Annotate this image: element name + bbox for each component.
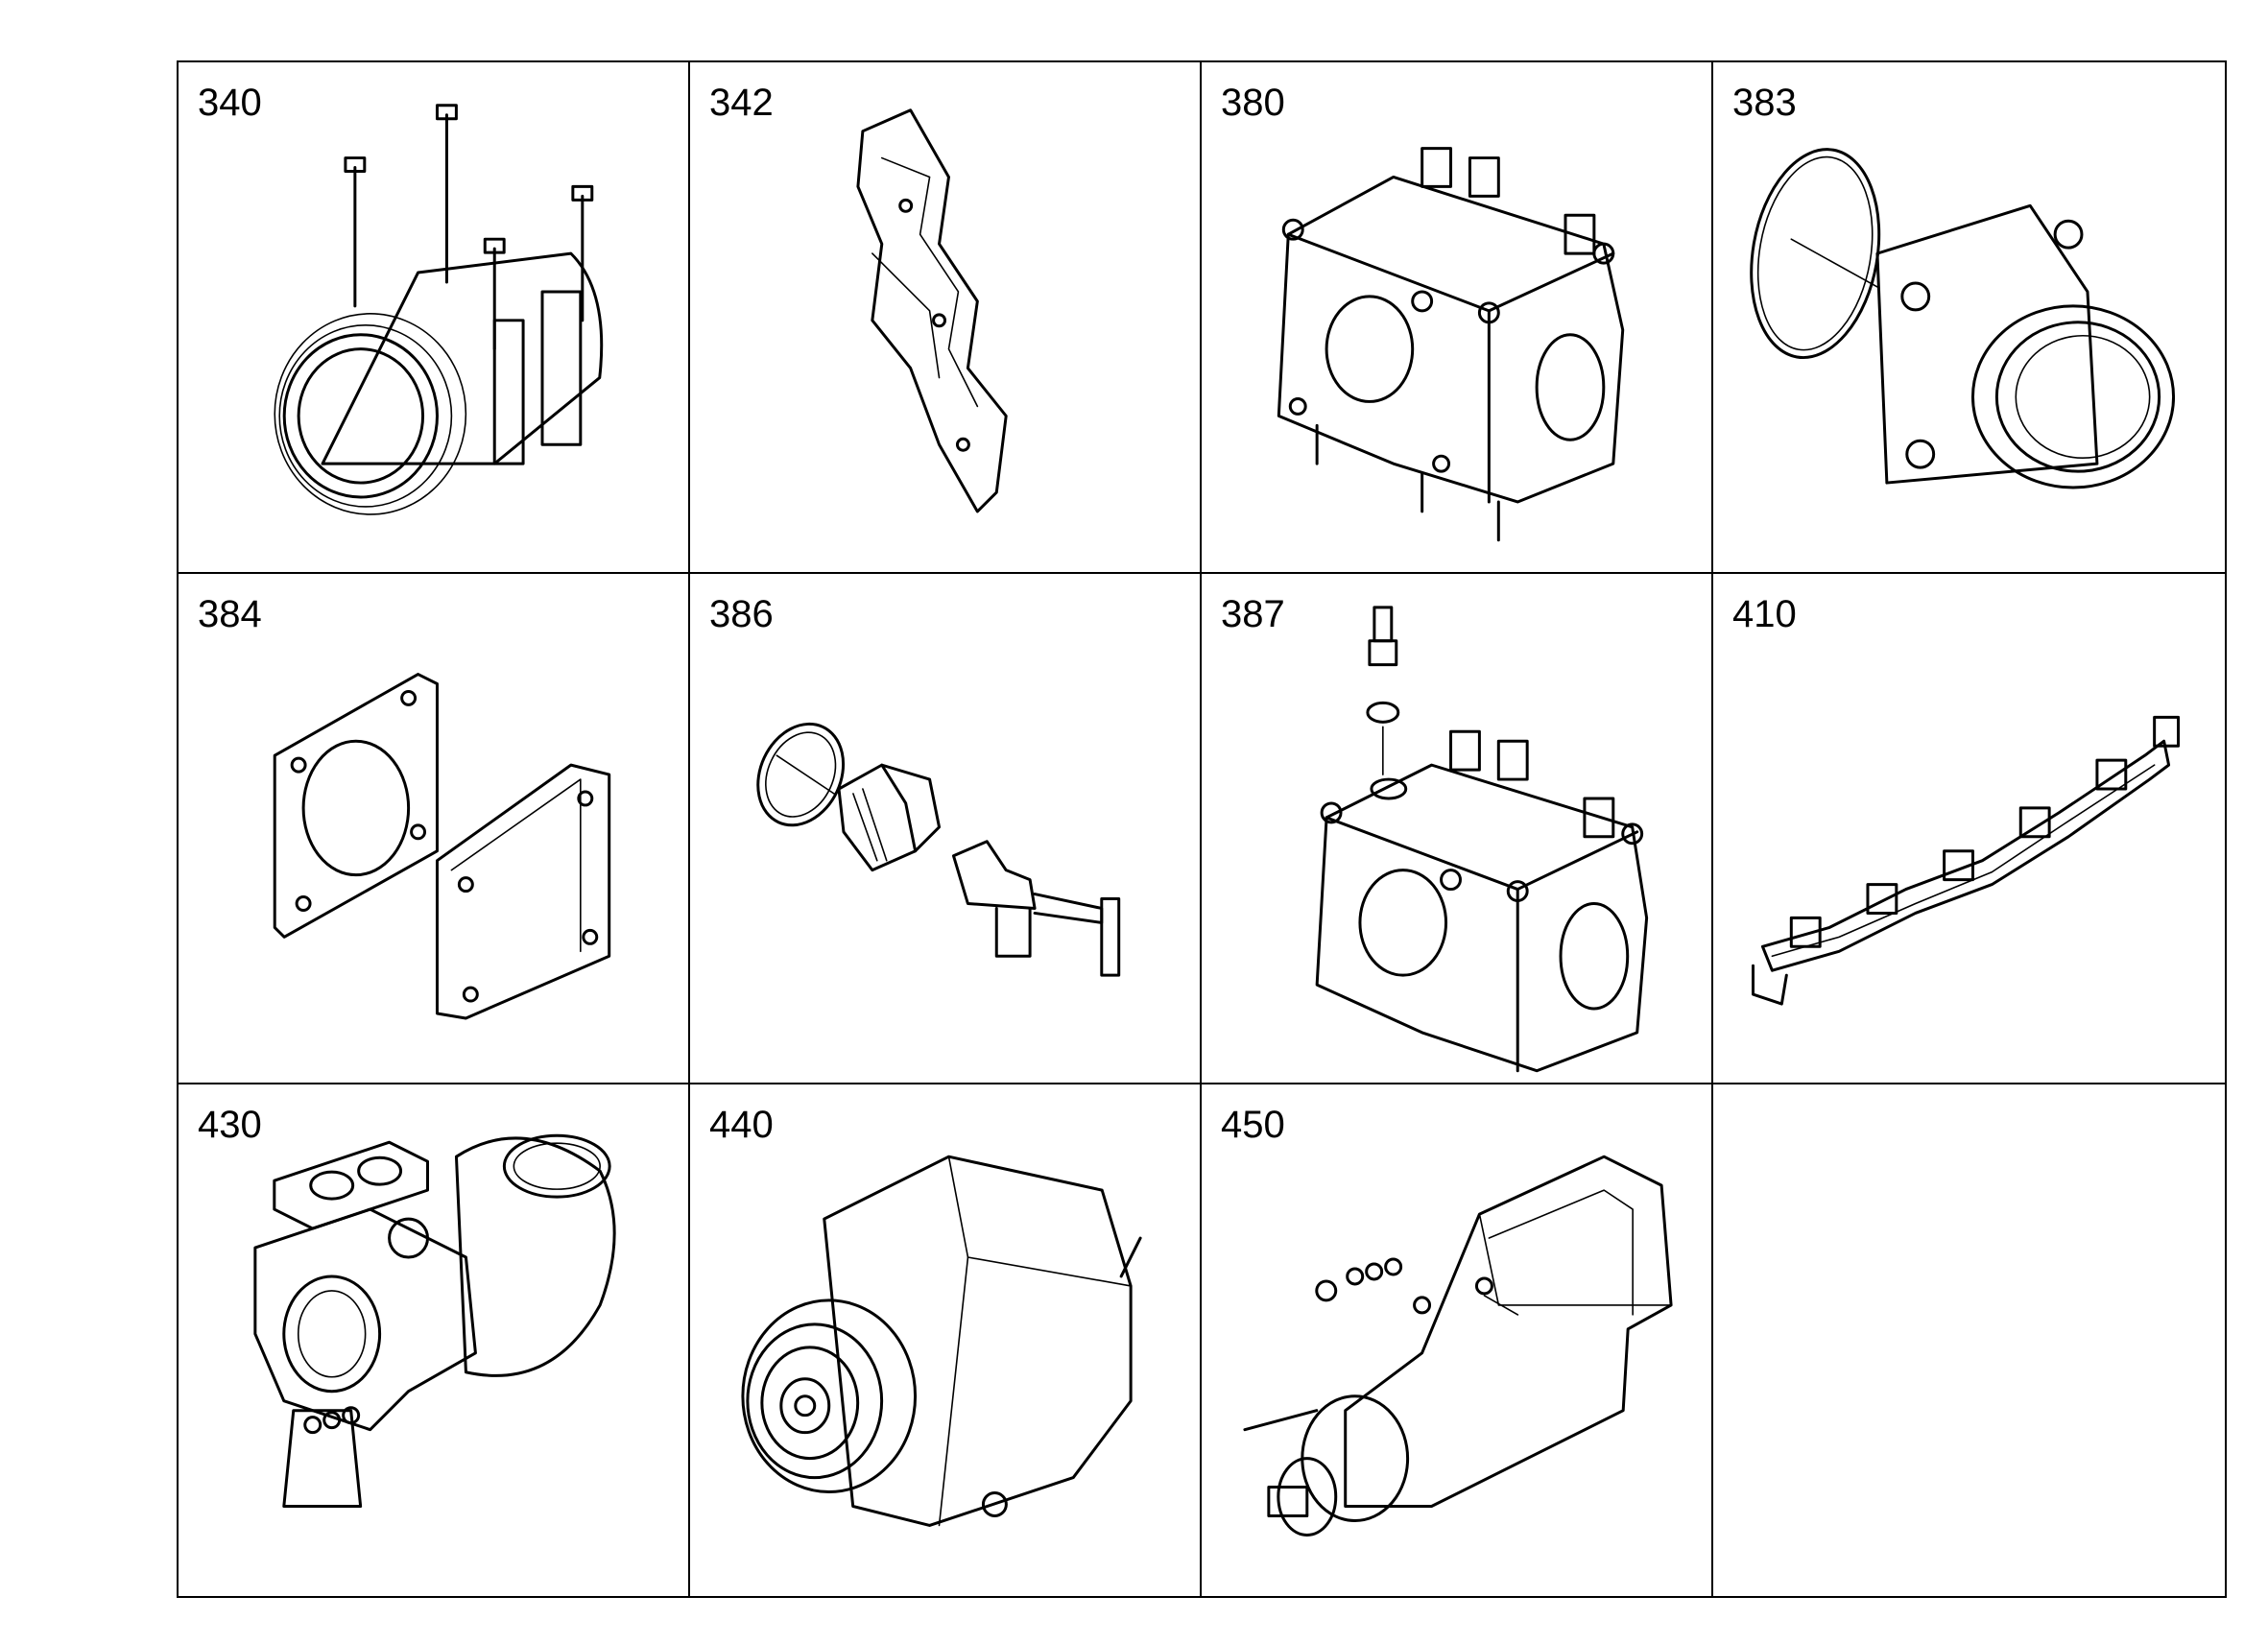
- part-number: 450: [1221, 1104, 1285, 1147]
- part-cell[interactable]: 386: [690, 573, 1202, 1085]
- part-cell[interactable]: 430: [179, 1084, 690, 1596]
- parts-grid: 340 342 380: [177, 60, 2227, 1598]
- part-cell[interactable]: 383: [1713, 62, 2225, 574]
- part-cell[interactable]: 387: [1202, 573, 1713, 1085]
- empty-cell: [1713, 1084, 2225, 1596]
- alternator-icon: [741, 1156, 1142, 1528]
- manifold-block-icon: [1277, 147, 1625, 542]
- part-number: 384: [198, 592, 262, 635]
- part-cell[interactable]: 384: [179, 573, 690, 1085]
- turbocharger-icon: [253, 1134, 616, 1509]
- manifold-block-fitting-icon: [1315, 606, 1649, 1072]
- part-number: 440: [709, 1104, 774, 1147]
- part-number: 430: [198, 1104, 262, 1147]
- drain-valve-icon: [756, 722, 1121, 977]
- exhaust-manifold-icon: [1751, 715, 2181, 1006]
- part-number: 340: [198, 82, 262, 124]
- part-cell[interactable]: 342: [690, 62, 1202, 574]
- gasket-plate-icon: [273, 672, 611, 1020]
- part-number: 386: [709, 592, 774, 635]
- part-number: 410: [1732, 592, 1797, 635]
- bracket-icon: [856, 108, 1008, 513]
- compressor-icon: [274, 104, 604, 515]
- starter-motor-icon: [1243, 1156, 1673, 1537]
- part-number: 383: [1732, 82, 1797, 124]
- elbow-flange-icon: [1750, 148, 2176, 489]
- part-cell[interactable]: 440: [690, 1084, 1202, 1596]
- part-cell[interactable]: 340: [179, 62, 690, 574]
- part-number: 342: [709, 82, 774, 124]
- part-number: 380: [1221, 82, 1285, 124]
- part-cell[interactable]: 380: [1202, 62, 1713, 574]
- part-number: 387: [1221, 592, 1285, 635]
- part-cell[interactable]: 410: [1713, 574, 2225, 1085]
- part-cell[interactable]: 450: [1202, 1084, 1713, 1596]
